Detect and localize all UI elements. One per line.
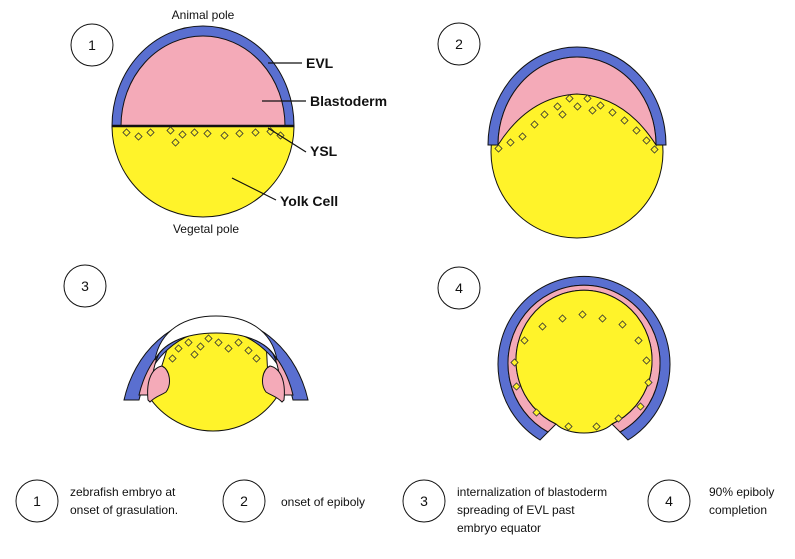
legend-3-line-3: embryo equator	[457, 521, 541, 535]
animal-pole-label: Animal pole	[172, 8, 235, 22]
panel-3-number: 3	[81, 278, 89, 294]
yolk-cell-label: Yolk Cell	[280, 193, 338, 209]
panel-2-number: 2	[455, 36, 463, 52]
legend-1-line-1: zebrafish embryo at	[70, 485, 176, 499]
panel-4: 4	[438, 267, 670, 440]
evl-label: EVL	[306, 55, 334, 71]
panel-4-number: 4	[455, 280, 463, 296]
legend-4-line-2: completion	[709, 503, 767, 517]
legend-item-2: 2 onset of epiboly	[223, 480, 365, 522]
ysl-label: YSL	[310, 143, 338, 159]
vegetal-pole-label: Vegetal pole	[173, 222, 239, 236]
legend-item-1: 1 zebrafish embryo at onset of grasulati…	[16, 480, 178, 522]
panel-1: 1 Animal pole EVL	[71, 8, 387, 236]
legend-4-number: 4	[665, 493, 673, 509]
legend-item-4: 4 90% epiboly completion	[648, 480, 774, 522]
legend-1-line-2: onset of grasulation.	[70, 503, 178, 517]
legend-item-3: 3 internalization of blastoderm spreadin…	[403, 480, 607, 535]
legend-3-line-1: internalization of blastoderm	[457, 485, 607, 499]
panel-1-number: 1	[88, 37, 96, 53]
panel-3: 3	[64, 265, 308, 431]
legend: 1 zebrafish embryo at onset of grasulati…	[16, 480, 774, 535]
legend-1-number: 1	[33, 493, 41, 509]
legend-2-number: 2	[240, 493, 248, 509]
legend-3-line-2: spreading of EVL past	[457, 503, 575, 517]
legend-4-line-1: 90% epiboly	[709, 485, 774, 499]
legend-3-number: 3	[420, 493, 428, 509]
blastoderm-label: Blastoderm	[310, 93, 387, 109]
legend-2-line-1: onset of epiboly	[281, 495, 365, 509]
panel-2: 2	[438, 23, 666, 238]
